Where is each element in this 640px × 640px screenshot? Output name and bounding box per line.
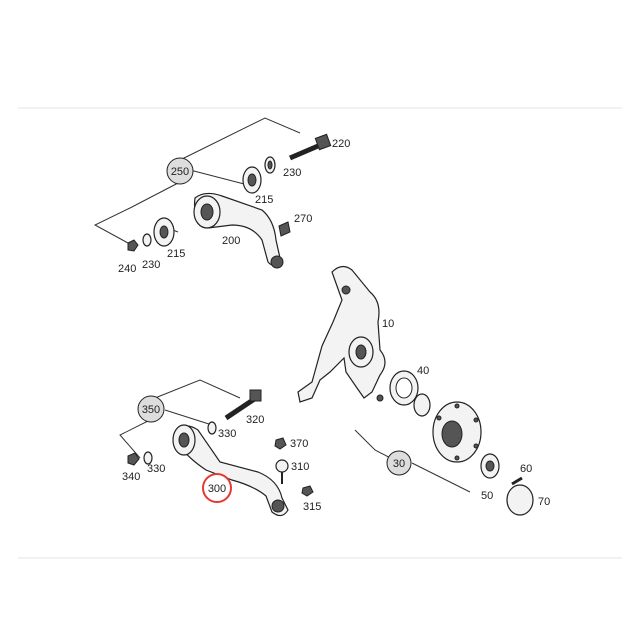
label-310: 310 [291, 461, 309, 473]
label-315: 315 [303, 501, 321, 513]
label-10: 10 [382, 318, 394, 330]
nut-370 [274, 437, 287, 450]
cap-70 [506, 484, 534, 516]
bush-215-upper [242, 166, 262, 194]
steering-knuckle [297, 265, 386, 403]
label-60: 60 [520, 463, 532, 475]
washer-330-lower [143, 451, 153, 465]
callout-300-text: 300 [208, 483, 226, 495]
leader-350-bolt [149, 379, 241, 401]
washer-330-upper [207, 421, 217, 435]
label-70: 70 [538, 496, 550, 508]
leader-250-bolt [179, 117, 301, 161]
leader-350-washer [164, 409, 213, 426]
label-340: 340 [122, 471, 140, 483]
callout-350: 350 [137, 395, 165, 423]
label-215-upper: 215 [255, 194, 273, 206]
callout-30: 30 [386, 450, 412, 476]
callout-350-text: 350 [142, 404, 160, 416]
bearing-40 [389, 370, 419, 406]
label-50: 50 [481, 490, 493, 502]
upper-arm-group [93, 117, 332, 269]
washer-230-upper [264, 156, 276, 174]
balljoint-310 [275, 459, 289, 484]
leader-250-nut [93, 181, 181, 244]
label-40: 40 [417, 365, 429, 377]
wheel-hub [432, 401, 482, 463]
nut-315 [301, 485, 314, 497]
label-200: 200 [222, 235, 240, 247]
screw-60 [511, 476, 523, 486]
label-330-lower: 330 [147, 463, 165, 475]
leader-350-nut [119, 419, 151, 459]
washer-230-lower [142, 233, 152, 247]
lower-arm-group [119, 379, 314, 517]
hub-group [354, 370, 534, 516]
bush-215-lower [153, 217, 175, 247]
callout-250: 250 [166, 157, 194, 185]
label-215-lower: 215 [167, 248, 185, 260]
label-230-upper: 230 [283, 167, 301, 179]
label-240: 240 [118, 263, 136, 275]
label-220: 220 [332, 138, 350, 150]
upper-arm-200 [193, 192, 284, 269]
nut-340 [127, 452, 140, 466]
leader-250-bush [189, 169, 249, 186]
label-330-upper: 330 [218, 428, 236, 440]
leader-30-nut [411, 462, 471, 493]
nut-50 [480, 453, 500, 479]
bolt-220 [289, 133, 332, 161]
clip-270 [278, 221, 291, 237]
callout-250-text: 250 [171, 166, 189, 178]
callout-30-text: 30 [393, 458, 405, 470]
lower-arm-300 [172, 424, 289, 517]
label-370: 370 [290, 438, 308, 450]
label-270: 270 [294, 213, 312, 225]
nut-240 [127, 239, 139, 252]
callout-300: 300 [202, 473, 232, 503]
label-320: 320 [246, 414, 264, 426]
ring-40b [413, 393, 431, 417]
bolt-320 [224, 389, 262, 421]
label-230-lower: 230 [142, 259, 160, 271]
